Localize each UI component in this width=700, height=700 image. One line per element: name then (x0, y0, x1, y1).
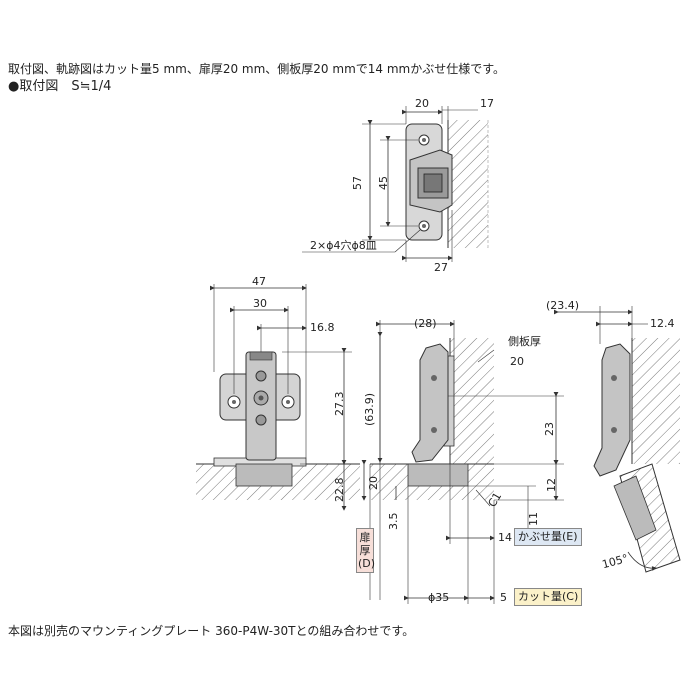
open-panel-hatch (632, 338, 680, 464)
front-cup (235, 463, 293, 487)
side-view (361, 320, 564, 604)
side-dim-3-5: 3.5 (387, 512, 400, 531)
front-hinge-arm (245, 351, 277, 461)
side-dim-phi35: ϕ35 (428, 591, 450, 604)
side-dim-11: 11 (527, 512, 540, 526)
top-dim-45: 45 (377, 176, 390, 190)
side-dim-5: 5 (500, 591, 507, 604)
top-dim-57: 57 (351, 176, 364, 190)
front-dim-30: 30 (253, 297, 267, 310)
side-dim-14: 14 (498, 531, 512, 544)
front-dim-22-8: 22.8 (333, 477, 346, 503)
side-dim-28: (28) (414, 317, 437, 330)
top-dim-17: 17 (480, 97, 494, 110)
side-dim-20: 20 (367, 476, 380, 490)
side-dim-23: 23 (543, 422, 556, 436)
front-dim-27-3: 27.3 (333, 391, 346, 417)
side-panel-value: 20 (510, 355, 524, 368)
open-view (554, 306, 681, 573)
front-dim-16-8: 16.8 (310, 321, 335, 334)
door-thickness-label: 扉厚(D) (356, 528, 375, 573)
side-dim-63-9: (63.9) (363, 392, 376, 426)
cut-label: カット量(C) (514, 588, 583, 606)
front-view (196, 284, 360, 511)
side-dim-12: 12 (545, 478, 558, 492)
footer-note: 本図は別売のマウンティングプレート 360-P4W-30Tとの組み合わせです。 (8, 624, 415, 638)
open-dim-12-4: 12.4 (650, 317, 675, 330)
section-title: ●取付図 S≒1/4 (8, 79, 112, 94)
side-hinge-arm (411, 343, 449, 463)
header-description: 取付図、軌跡図はカット量5 mm、扉厚20 mm、側板厚20 mmで14 mmか… (8, 62, 506, 76)
side-panel-label: 側板厚 (508, 335, 541, 348)
hole-note: 2×ϕ4穴ϕ8皿 (310, 239, 377, 252)
overlay-label: かぶせ量(E) (514, 528, 582, 546)
open-hinge-arm (593, 343, 631, 477)
side-panel-hatch (450, 338, 494, 464)
top-dim-20: 20 (415, 97, 429, 110)
front-dim-47: 47 (252, 275, 266, 288)
top-dim-27: 27 (434, 261, 448, 274)
top-view (302, 106, 489, 262)
open-dim-23-4: (23.4) (546, 299, 580, 312)
top-wall-hatch (448, 120, 488, 248)
